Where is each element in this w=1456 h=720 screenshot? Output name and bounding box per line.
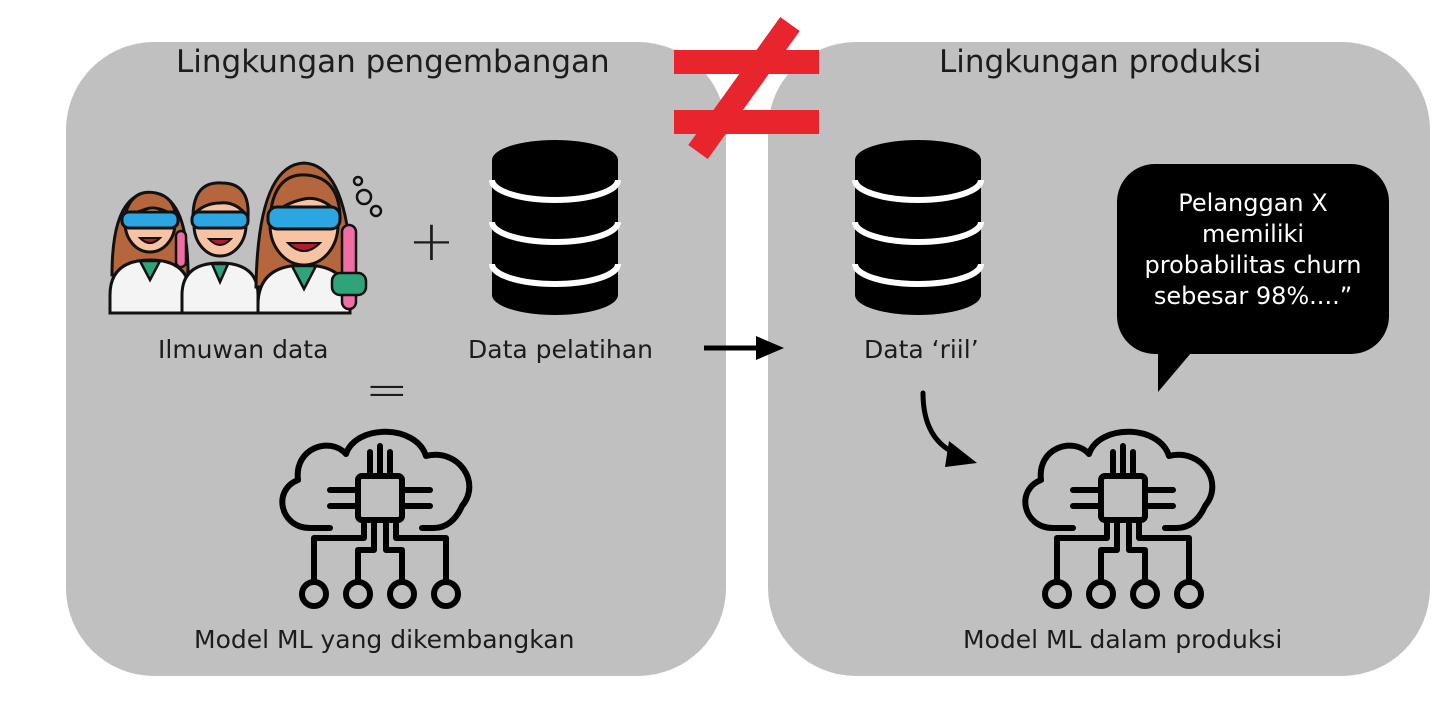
plus-sign: + — [408, 209, 455, 274]
prediction-text: Pelanggan X memiliki probabilitas churn … — [1117, 188, 1389, 312]
prediction-line: probabilitas churn — [1144, 251, 1362, 279]
equals-sign: = — [365, 360, 409, 420]
scientists-label: Ilmuwan data — [158, 335, 329, 364]
prediction-line: memiliki — [1201, 220, 1305, 248]
not-equal-icon — [674, 16, 819, 160]
prediction-line: sebesar 98%....” — [1153, 282, 1353, 310]
arrow-right-icon — [704, 336, 784, 360]
database-icon — [489, 140, 621, 315]
speech-bubble — [1117, 164, 1389, 354]
data-scientists-icon — [108, 161, 383, 315]
dev-model-label: Model ML yang dikembangkan — [194, 625, 575, 654]
real-data-label: Data ‘riil’ — [864, 335, 979, 364]
cloud-chip-icon — [1022, 428, 1216, 609]
prediction-line: Pelanggan X — [1178, 189, 1328, 217]
training-data-label: Data pelatihan — [468, 335, 653, 364]
development-panel — [66, 42, 726, 676]
cloud-chip-icon — [279, 428, 473, 609]
database-icon — [852, 140, 984, 315]
curved-arrow-icon — [920, 390, 977, 467]
speech-bubble-tail — [1158, 340, 1202, 392]
dev-title: Lingkungan pengembangan — [176, 44, 610, 80]
prod-model-label: Model ML dalam produksi — [963, 625, 1283, 654]
prod-title: Lingkungan produksi — [939, 44, 1262, 80]
